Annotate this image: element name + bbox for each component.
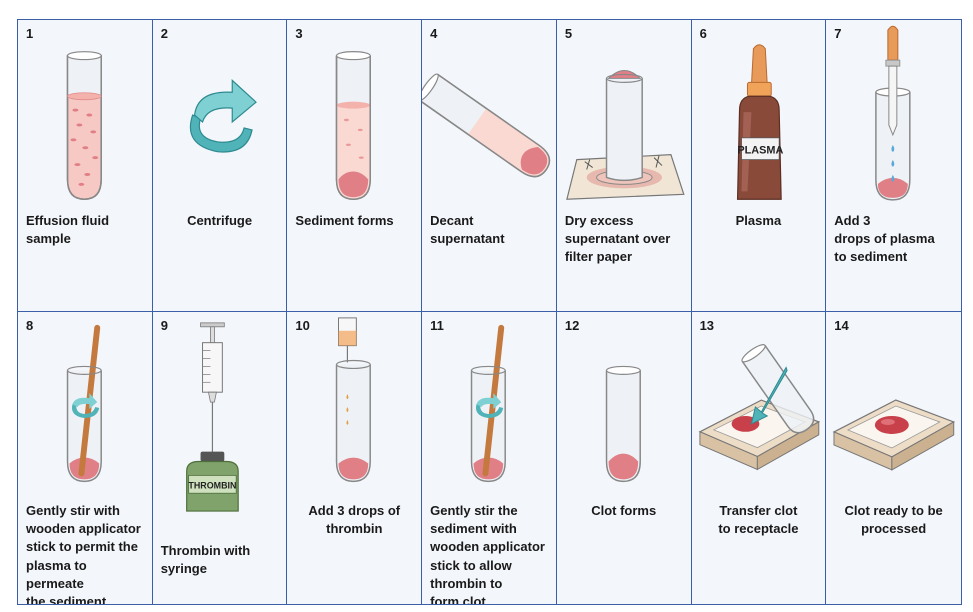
step-cell-6: 6 PLASMA Plasma <box>692 20 827 312</box>
step-caption: Sediment forms <box>295 212 415 230</box>
step-cell-12: 12 Clot forms <box>557 312 692 604</box>
procedure-grid: 1 Effusion fluid sample 2 Centrifuge 3 <box>17 19 962 605</box>
step-cell-1: 1 Effusion fluid sample <box>18 20 153 312</box>
centrifuge-arrow-icon <box>153 20 287 220</box>
step-caption: Plasma <box>696 212 822 230</box>
stir-stick-tube-icon <box>18 312 152 512</box>
transfer-clot-icon <box>692 312 826 512</box>
step-caption: Clot forms <box>561 502 687 520</box>
step-cell-10: 10 Add 3 drops of thrombin <box>287 312 422 604</box>
thrombin-syringe-icon: THROMBIN <box>153 312 287 512</box>
tilted-tube-icon <box>422 20 556 220</box>
step-cell-3: 3 Sediment forms <box>287 20 422 312</box>
step-cell-11: 11 Gently stir the sediment with wooden … <box>422 312 557 604</box>
thrombin-label: THROMBIN <box>188 480 236 490</box>
step-caption: Decant supernatant <box>430 212 550 248</box>
plasma-bottle-icon: PLASMA <box>692 20 826 220</box>
step-cell-8: 8 Gently stir with wooden applicator sti… <box>18 312 153 604</box>
step-caption: Thrombin with syringe <box>161 542 281 578</box>
step-cell-14: 14 Clot ready to be processed <box>826 312 961 604</box>
step-cell-7: 7 Add 3 drops of plasma to sediment <box>826 20 961 312</box>
clot-tube-icon <box>557 312 691 512</box>
step-caption: Dry excess supernatant over filter paper <box>565 212 685 267</box>
step-cell-13: 13 Transfer clot to receptacle <box>692 312 827 604</box>
step-cell-9: 9 THROMBIN Thrombin with syringe <box>153 312 288 604</box>
test-tube-fluid-icon <box>18 20 152 220</box>
step-caption: Gently stir the sediment with wooden app… <box>430 502 550 604</box>
dropper-tube-icon <box>826 20 961 220</box>
step-caption: Add 3 drops of plasma to sediment <box>834 212 955 267</box>
step-caption: Gently stir with wooden applicator stick… <box>26 502 146 604</box>
sediment-tube-icon <box>287 20 421 220</box>
plasma-label: PLASMA <box>737 145 783 157</box>
filter-paper-tube-icon <box>557 20 691 220</box>
clot-receptacle-icon <box>826 312 961 512</box>
step-cell-4: 4 Decant supernatant <box>422 20 557 312</box>
step-cell-5: 5 Dry excess supernatant over filter pap… <box>557 20 692 312</box>
step-caption: Add 3 drops of thrombin <box>291 502 417 538</box>
thrombin-drop-tube-icon <box>287 312 421 512</box>
step-caption: Centrifuge <box>157 212 283 230</box>
step-cell-2: 2 Centrifuge <box>153 20 288 312</box>
stir-stick-tube-2-icon <box>422 312 556 512</box>
step-caption: Effusion fluid sample <box>26 212 146 248</box>
step-caption: Transfer clot to receptacle <box>696 502 822 538</box>
step-caption: Clot ready to be processed <box>830 502 957 538</box>
